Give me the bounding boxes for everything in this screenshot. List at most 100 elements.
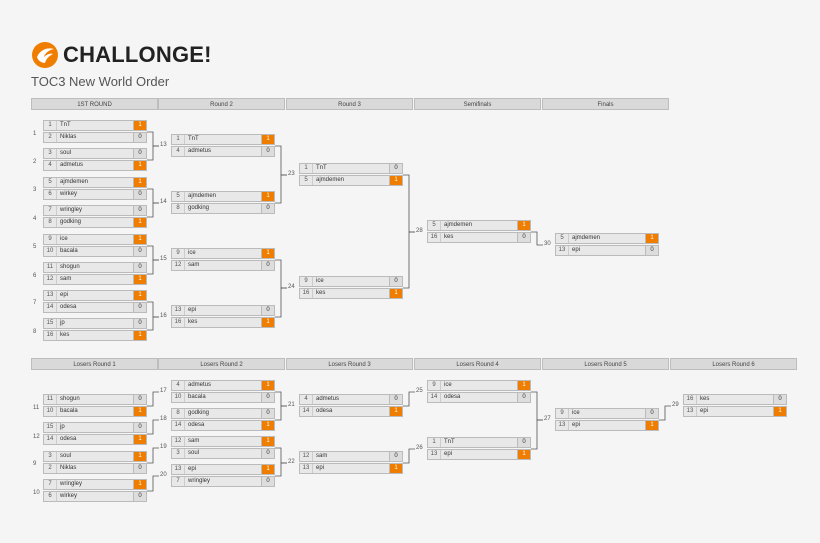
participant-name: kes bbox=[444, 234, 454, 240]
seed-number: 5 bbox=[300, 176, 313, 185]
connector-line bbox=[403, 174, 415, 233]
seed-number: 12 bbox=[172, 261, 185, 270]
match-number-label: 25 bbox=[416, 388, 423, 394]
score: 0 bbox=[389, 164, 402, 173]
winners-round-header-2: Round 2 bbox=[158, 98, 285, 110]
participant-name: Niklas bbox=[60, 465, 77, 471]
participant-name: TnT bbox=[188, 136, 199, 142]
match-number-label: 3 bbox=[33, 187, 37, 193]
participant-name: epi bbox=[188, 307, 197, 313]
participant-name: kes bbox=[188, 319, 198, 325]
participant-name: sam bbox=[188, 262, 200, 268]
seed-number: 6 bbox=[44, 492, 57, 501]
seed-number: 6 bbox=[44, 190, 57, 199]
losers-round-header-6: Losers Round 6 bbox=[670, 358, 797, 370]
connector-line bbox=[531, 391, 543, 421]
seed-number: 1 bbox=[300, 164, 313, 173]
score: 1 bbox=[133, 218, 146, 227]
challonge-flame-icon bbox=[32, 42, 58, 68]
seed-number: 5 bbox=[172, 192, 185, 201]
seed-number: 16 bbox=[44, 331, 57, 340]
match-number-label: 10 bbox=[33, 490, 40, 496]
score: 1 bbox=[261, 135, 274, 144]
participant-name: admetus bbox=[60, 162, 84, 168]
score: 1 bbox=[389, 289, 402, 298]
score: 1 bbox=[133, 407, 146, 416]
participant-name: Niklas bbox=[60, 134, 77, 140]
seed-number: 9 bbox=[428, 381, 441, 390]
participant-name: epi bbox=[188, 466, 197, 472]
connector-line bbox=[403, 448, 415, 464]
connector-line bbox=[275, 391, 287, 407]
participant-name: kes bbox=[316, 290, 326, 296]
participant-name: ice bbox=[188, 250, 196, 256]
connector-line bbox=[531, 231, 543, 246]
challonge-logo[interactable]: CHALLONGE! bbox=[31, 40, 212, 70]
participant-name: TnT bbox=[316, 165, 327, 171]
match-number-label: 18 bbox=[160, 416, 167, 422]
losers-round-header-1: Losers Round 1 bbox=[31, 358, 158, 370]
seed-number: 16 bbox=[684, 395, 697, 404]
